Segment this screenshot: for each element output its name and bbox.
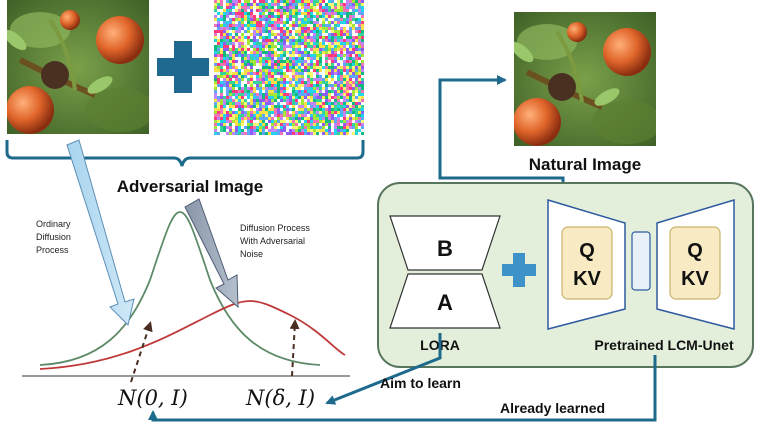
aim-to-learn-label: Aim to learn xyxy=(380,375,461,391)
lora-a-label: A xyxy=(437,290,453,315)
unet-module xyxy=(547,198,735,330)
noise-image xyxy=(214,0,364,135)
lora-module xyxy=(389,215,501,329)
already-learned-arrow xyxy=(148,355,657,422)
rosehip-photo-right xyxy=(514,12,656,146)
decoder-kv-label: KV xyxy=(681,268,709,290)
adv-label-2: With Adversarial xyxy=(240,236,305,246)
ordinary-label-1: Ordinary xyxy=(36,219,71,229)
output-arrow xyxy=(438,75,565,188)
adversarial-gaussian-curve xyxy=(39,300,346,370)
lora-b-label: B xyxy=(437,236,453,261)
dashed-arrow-zero xyxy=(130,321,153,383)
encoder-q-label: Q xyxy=(579,240,595,262)
grouping-brace xyxy=(5,140,365,167)
ordinary-gaussian-curve xyxy=(39,211,321,366)
ordinary-label-3: Process xyxy=(36,245,69,255)
plus-icon xyxy=(157,41,209,93)
decoder-q-label: Q xyxy=(687,240,703,262)
ordinary-label-2: Diffusion xyxy=(36,232,71,242)
already-learned-label: Already learned xyxy=(500,400,605,416)
adversarial-image-label: Adversarial Image xyxy=(117,177,263,196)
normal-delta-label: N(δ, I) xyxy=(245,386,315,410)
ordinary-diffusion-arrow xyxy=(66,139,135,326)
dashed-arrow-delta xyxy=(289,319,300,377)
light-plus-icon xyxy=(502,253,536,287)
encoder-kv-label: KV xyxy=(573,268,601,290)
natural-image-label: Natural Image xyxy=(529,155,641,174)
adv-label-1: Diffusion Process xyxy=(240,223,310,233)
adv-label-3: Noise xyxy=(240,249,263,259)
aim-to-learn-arrow xyxy=(325,333,442,405)
unet-label: Pretrained LCM-Unet xyxy=(594,337,734,353)
normal-zero-label: N(0, I) xyxy=(117,386,188,410)
adversarial-diffusion-arrow xyxy=(184,198,239,309)
rosehip-photo-left xyxy=(7,0,149,134)
